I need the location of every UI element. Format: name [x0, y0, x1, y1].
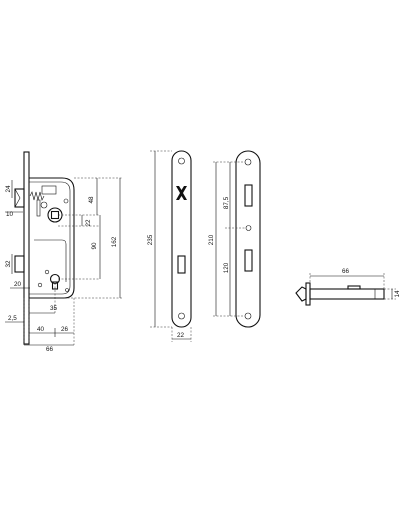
dim-26: 26	[61, 326, 69, 333]
keyhole-slot	[51, 281, 59, 290]
mechanism-pin	[40, 201, 48, 209]
dim-32: 32	[5, 260, 12, 268]
screw-hole-corner	[65, 288, 69, 292]
latch-bevel	[14, 188, 21, 208]
dim-162: 162	[111, 236, 118, 247]
bolt-opening	[177, 255, 186, 274]
latch-bolt	[14, 188, 25, 208]
dim-120: 120	[223, 262, 230, 273]
strike-latch-opening	[244, 184, 253, 207]
dim-235: 235	[147, 234, 154, 245]
latch-opening	[176, 186, 187, 200]
dim-22-lock: 22	[85, 219, 92, 227]
dim-87-5: 87,5	[223, 196, 230, 209]
dim-210: 210	[208, 234, 215, 245]
dim-66-lock: 66	[46, 346, 54, 353]
dim-90: 90	[91, 242, 98, 250]
dead-bolt	[14, 255, 25, 273]
dim-2-5: 2,5	[8, 315, 17, 322]
mechanism-plate	[41, 185, 57, 195]
faceplate-screw-bottom	[178, 312, 185, 320]
strike-bolt-opening	[244, 249, 253, 272]
screw-hole-top	[63, 198, 69, 204]
follower-square-hole	[50, 210, 60, 220]
strike-screw-top	[244, 158, 252, 166]
dim-14: 14	[394, 290, 401, 298]
latch-bolt-shaft	[309, 288, 385, 300]
lock-case-inner	[29, 181, 71, 295]
latch-bolt-side-view: 66 14	[295, 268, 401, 306]
faceplate-front-view: 235 22	[147, 150, 192, 342]
faceplate-screw-top	[178, 157, 185, 165]
strike-plate	[235, 150, 261, 328]
dim-24: 24	[5, 185, 12, 193]
dim-10: 10	[6, 211, 14, 218]
dim-22-faceplate: 22	[177, 332, 185, 339]
mechanism-lever	[36, 199, 41, 217]
strike-plate-view: 210 87,5 120	[208, 150, 261, 328]
latch-shaft-boss	[347, 285, 361, 290]
screw-hole-bottom-2	[37, 282, 43, 288]
dim-35: 35	[50, 305, 58, 312]
strike-center-hole	[245, 225, 252, 231]
lock-faceplate-strip	[23, 151, 30, 345]
inner-bolt-guide	[34, 239, 67, 282]
latch-face-flange	[305, 282, 311, 306]
screw-hole-bottom	[44, 269, 50, 275]
dim-66-latch: 66	[342, 268, 350, 275]
strike-screw-bottom	[244, 312, 252, 320]
dim-48: 48	[88, 196, 95, 204]
latch-spring	[29, 191, 45, 201]
lock-case-outline	[29, 177, 75, 299]
dim-40: 40	[37, 326, 45, 333]
lock-body-view: 24 10 48 22 90 162 32 20 35 2,5 40 26	[5, 151, 122, 353]
dim-20: 20	[14, 281, 22, 288]
narrow-faceplate	[171, 150, 192, 328]
latch-tip	[295, 286, 307, 302]
